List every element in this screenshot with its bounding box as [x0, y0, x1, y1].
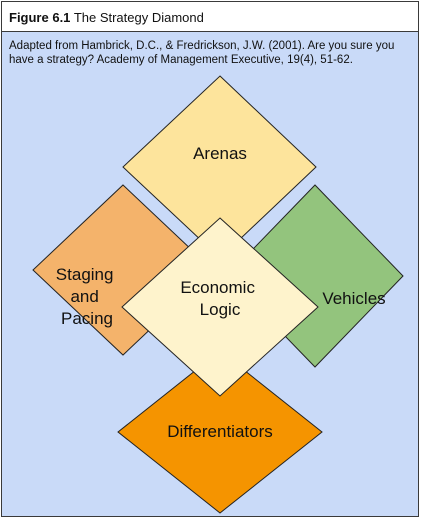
economic-logic-diamond [121, 217, 319, 397]
differentiators-diamond [117, 350, 323, 514]
differentiators-label: Differentiators [167, 422, 273, 441]
figure-source-note: Adapted from Hambrick, D.C., & Fredricks… [9, 40, 395, 66]
figure-title: Figure 6.1 The Strategy Diamond [9, 10, 204, 25]
economic-logic-label: Economic Logic [180, 278, 259, 319]
arenas-label: Arenas [193, 144, 247, 163]
figure-label: Figure 6.1 [9, 10, 71, 25]
figure-title-band: Figure 6.1 The Strategy Diamond [2, 2, 418, 32]
staging-and-pacing-label: Staging and Pacing [56, 265, 118, 328]
figure-title-text: The Strategy Diamond [73, 10, 204, 25]
vehicles-label: Vehicles [322, 289, 385, 308]
